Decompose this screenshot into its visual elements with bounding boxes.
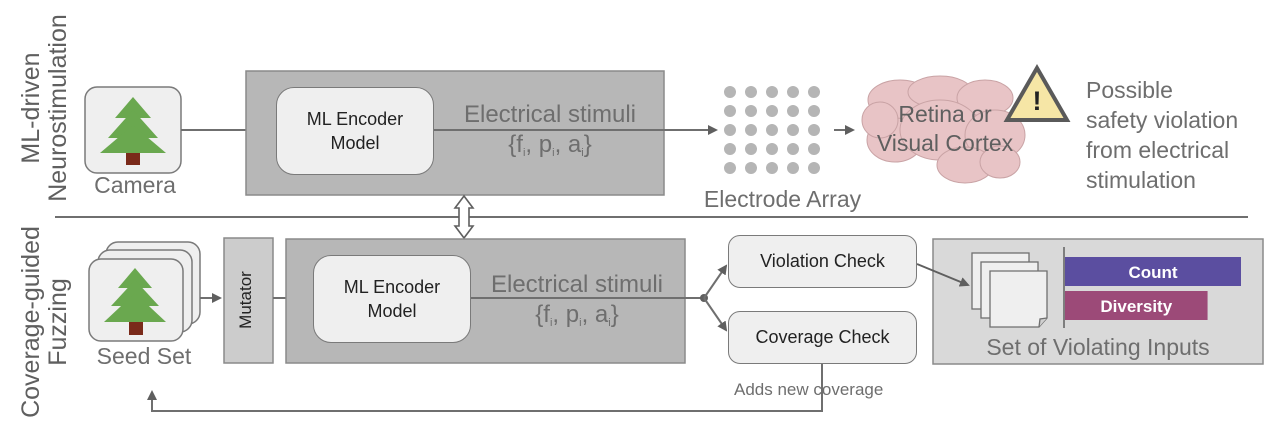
camera-label: Camera — [94, 172, 176, 198]
bottom-encoder-line2: Model — [367, 301, 417, 321]
coverage-check-node: Coverage Check — [728, 311, 917, 364]
top-stimuli-set: {fi, pi, ai} — [508, 131, 592, 159]
electrode-dot — [724, 105, 736, 117]
electrode-dot — [766, 143, 778, 155]
arrow-to-violation-check — [703, 264, 728, 299]
violating-set-title: Set of Violating Inputs — [986, 334, 1210, 360]
electrode-dot — [745, 124, 757, 136]
electrode-dot — [787, 105, 799, 117]
feedback-label: Adds new coverage — [734, 380, 884, 399]
tissue-label: Retina or Visual Cortex — [860, 100, 1030, 158]
bottom-stimuli-set: {fi, pi, ai} — [535, 301, 619, 329]
electrode-dot — [766, 124, 778, 136]
section-label-top-line1: ML-driven — [17, 52, 45, 164]
electrode-dot — [808, 162, 820, 174]
section-label-bottom: Coverage-guided Fuzzing — [17, 224, 72, 420]
electrode-array-label: Electrode Array — [703, 186, 862, 212]
electrode-dot — [808, 86, 820, 98]
tree-icon — [100, 97, 166, 165]
electrode-dot — [766, 86, 778, 98]
section-label-bottom-line2: Fuzzing — [44, 278, 72, 366]
section-label-top-line2: Neurostimulation — [44, 14, 72, 202]
section-label-bottom-line1: Coverage-guided — [17, 226, 45, 418]
top-encoder-line2: Model — [330, 133, 380, 153]
electrode-dot — [787, 86, 799, 98]
electrode-dot — [787, 124, 799, 136]
electrode-dot — [724, 162, 736, 174]
bottom-encoder-line1: ML Encoder — [343, 277, 441, 297]
electrode-dot — [745, 105, 757, 117]
metric-bar-label: Diversity — [1100, 297, 1172, 316]
electrode-dot — [766, 162, 778, 174]
tissue-label-line1: Retina or — [898, 101, 992, 127]
electrode-dot — [766, 105, 778, 117]
camera-node — [84, 86, 182, 174]
metric-bar-label: Count — [1128, 263, 1177, 282]
warning-text: Possible safety violation from electrical s… — [1086, 75, 1238, 195]
arrow-violation-to-set — [916, 263, 970, 287]
electrode-dot — [745, 143, 757, 155]
violation-check-node: Violation Check — [728, 235, 917, 288]
bidirectional-arrow-icon — [453, 194, 475, 240]
electrode-dot — [724, 86, 736, 98]
electrode-dot — [745, 162, 757, 174]
seed-set-node — [88, 241, 201, 342]
warning-symbol: ! — [1032, 86, 1042, 116]
electrode-dot — [808, 143, 820, 155]
bottom-stimuli-title: Electrical stimuli — [490, 271, 664, 298]
warning-text-line: from electrical — [1086, 137, 1230, 163]
electrode-dot — [787, 162, 799, 174]
feedback-loop-arrow — [147, 362, 823, 412]
top-stimuli-title: Electrical stimuli — [463, 101, 637, 128]
electrode-dot — [724, 124, 736, 136]
metric-bar-count — [1065, 257, 1241, 286]
mutator-block — [223, 237, 274, 364]
electrode-dot — [724, 143, 736, 155]
arrow-to-coverage-check — [703, 297, 728, 332]
warning-icon — [1003, 63, 1071, 122]
bottom-stimuli-label: Electrical stimuli {fi, pi, ai} — [468, 270, 686, 338]
tree-icon — [104, 268, 166, 335]
tissue-icon — [861, 75, 1026, 184]
tissue-label-line2: Visual Cortex — [876, 130, 1014, 156]
seed-set-label: Seed Set — [96, 343, 192, 369]
top-stimuli-label: Electrical stimuli {fi, pi, ai} — [440, 100, 660, 168]
top-encoder-line1: ML Encoder — [306, 109, 404, 129]
mutator-label: Mutator — [236, 271, 255, 329]
electrode-dot — [787, 143, 799, 155]
documents-icon — [971, 252, 1048, 328]
electrode-dot — [808, 105, 820, 117]
warning-text-line: Possible — [1086, 77, 1173, 103]
metric-bar-diversity — [1065, 291, 1208, 320]
warning-text-line: stimulation — [1086, 167, 1196, 193]
electrode-dot — [808, 124, 820, 136]
electrode-dot — [745, 86, 757, 98]
mutator-label-wrap: Mutator — [224, 238, 273, 363]
warning-text-line: safety violation — [1086, 107, 1239, 133]
section-label-top: ML-driven Neurostimulation — [17, 10, 72, 206]
electrode-array-icon — [724, 86, 820, 174]
